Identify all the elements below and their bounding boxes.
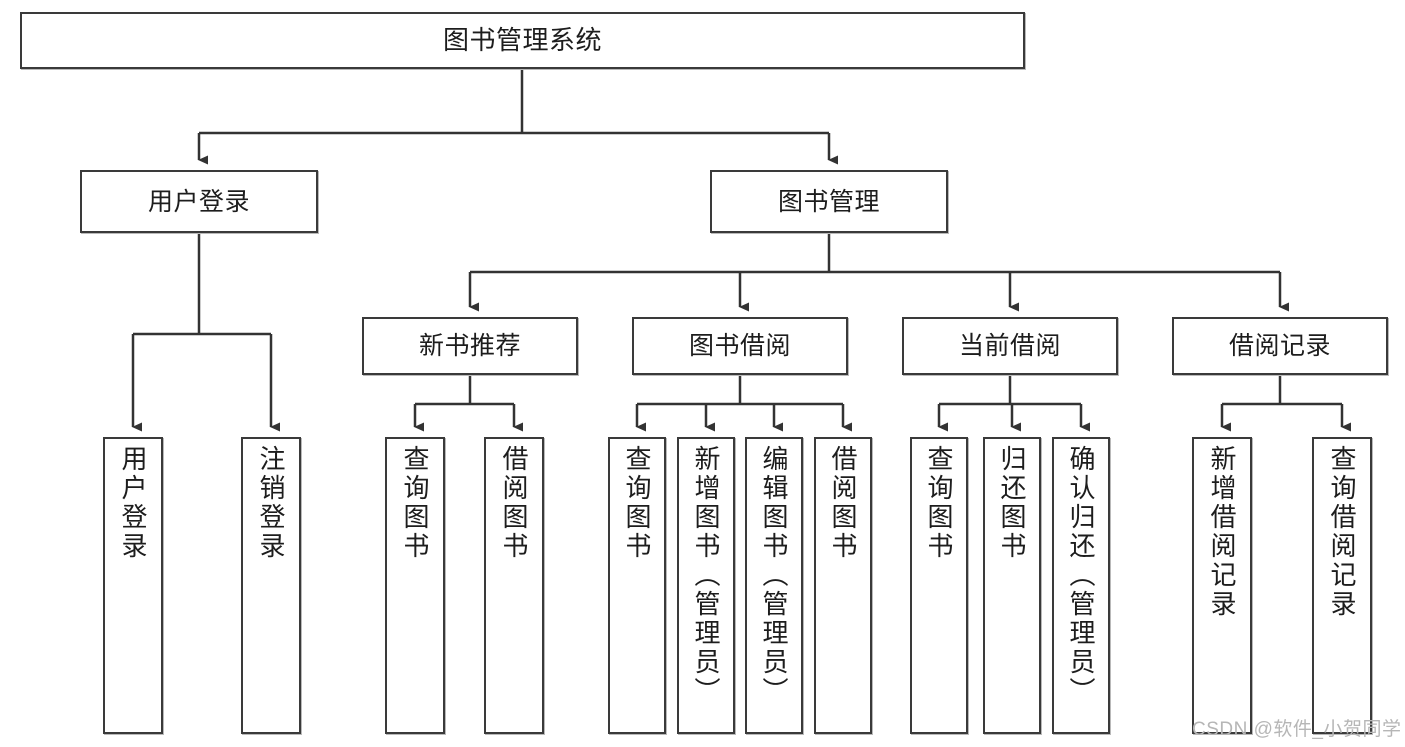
node-user-login[interactable]: 用户登录 bbox=[80, 170, 318, 233]
node-label-new-book-recommend: 新书推荐 bbox=[418, 332, 521, 360]
node-leaf-borrow-book-1[interactable]: 借阅图书 bbox=[484, 437, 544, 734]
node-borrow-record[interactable]: 借阅记录 bbox=[1172, 317, 1388, 375]
node-leaf-query-book-2[interactable]: 查询图书 bbox=[608, 437, 666, 734]
node-label-current-borrow: 当前借阅 bbox=[958, 332, 1061, 360]
node-label-borrow-record: 借阅记录 bbox=[1228, 332, 1331, 360]
csdn-watermark: CSDN @软件_小贺同学 bbox=[1192, 719, 1402, 740]
node-label-leaf-query-book-2: 查询图书 bbox=[622, 445, 652, 561]
node-label-leaf-query-book-1: 查询图书 bbox=[400, 445, 430, 561]
node-label-leaf-confirm-return-admin: 确认归还（管理员） bbox=[1066, 445, 1096, 706]
node-leaf-add-book-admin[interactable]: 新增图书（管理员） bbox=[677, 437, 735, 734]
node-label-leaf-edit-book-admin: 编辑图书（管理员） bbox=[759, 445, 789, 706]
node-leaf-edit-book-admin[interactable]: 编辑图书（管理员） bbox=[745, 437, 803, 734]
node-label-leaf-logout-login: 注销登录 bbox=[256, 445, 286, 561]
node-leaf-confirm-return-admin[interactable]: 确认归还（管理员） bbox=[1052, 437, 1110, 734]
node-label-leaf-borrow-book-1: 借阅图书 bbox=[499, 445, 529, 561]
node-label-leaf-query-book-3: 查询图书 bbox=[924, 445, 954, 561]
node-new-book-recommend[interactable]: 新书推荐 bbox=[362, 317, 578, 375]
node-root[interactable]: 图书管理系统 bbox=[20, 12, 1025, 69]
node-leaf-logout-login[interactable]: 注销登录 bbox=[241, 437, 301, 734]
node-label-root: 图书管理系统 bbox=[442, 24, 602, 55]
node-label-book-borrow: 图书借阅 bbox=[688, 332, 791, 360]
node-leaf-add-borrow-record[interactable]: 新增借阅记录 bbox=[1192, 437, 1252, 734]
node-label-leaf-add-book-admin: 新增图书（管理员） bbox=[691, 445, 721, 706]
node-label-leaf-borrow-book-2: 借阅图书 bbox=[828, 445, 858, 561]
node-label-leaf-user-login: 用户登录 bbox=[118, 445, 148, 561]
node-leaf-user-login[interactable]: 用户登录 bbox=[103, 437, 163, 734]
node-leaf-query-book-1[interactable]: 查询图书 bbox=[385, 437, 445, 734]
node-leaf-return-book[interactable]: 归还图书 bbox=[983, 437, 1041, 734]
node-label-user-login: 用户登录 bbox=[147, 187, 250, 216]
node-label-leaf-add-borrow-record: 新增借阅记录 bbox=[1207, 445, 1237, 619]
node-leaf-borrow-book-2[interactable]: 借阅图书 bbox=[814, 437, 872, 734]
node-book-manage[interactable]: 图书管理 bbox=[710, 170, 948, 233]
node-leaf-query-borrow-record[interactable]: 查询借阅记录 bbox=[1312, 437, 1372, 734]
node-label-leaf-return-book: 归还图书 bbox=[997, 445, 1027, 561]
node-current-borrow[interactable]: 当前借阅 bbox=[902, 317, 1118, 375]
node-book-borrow[interactable]: 图书借阅 bbox=[632, 317, 848, 375]
node-leaf-query-book-3[interactable]: 查询图书 bbox=[910, 437, 968, 734]
node-label-leaf-query-borrow-record: 查询借阅记录 bbox=[1327, 445, 1357, 619]
node-label-book-manage: 图书管理 bbox=[777, 187, 880, 216]
